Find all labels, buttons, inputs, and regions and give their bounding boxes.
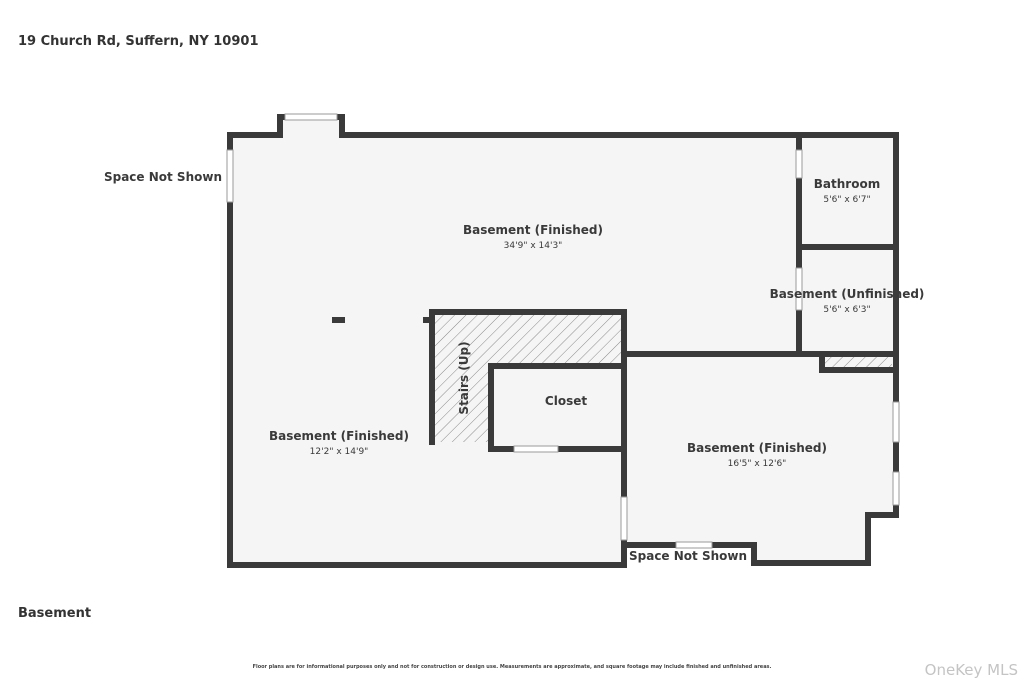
window xyxy=(892,471,900,506)
window xyxy=(226,149,234,203)
room-dims-basement-unfinished: 5'6" x 6'3" xyxy=(823,305,870,315)
stairs-hatch xyxy=(434,314,624,442)
room-name-basement-right: Basement (Finished) xyxy=(687,441,827,455)
room-name-basement-unfinished: Basement (Unfinished) xyxy=(770,287,925,301)
window xyxy=(795,149,803,179)
mls-watermark: OneKey MLS xyxy=(924,661,1018,679)
room-dims-basement-left: 12'2" x 14'9" xyxy=(310,447,369,457)
space-not-shown-bottom: Space Not Shown xyxy=(629,549,747,563)
room-name-basement-main: Basement (Finished) xyxy=(463,223,603,237)
wall-stub xyxy=(423,317,431,323)
wall-unfinished-hatch-edge xyxy=(819,351,896,373)
room-dims-bathroom: 5'6" x 6'7" xyxy=(823,195,870,205)
space-not-shown-left: Space Not Shown xyxy=(104,170,222,184)
window xyxy=(620,496,628,541)
wall-stub xyxy=(332,317,345,323)
disclaimer-text: Floor plans are for informational purpos… xyxy=(252,664,772,670)
wall-stairs xyxy=(429,309,627,500)
window xyxy=(795,267,803,311)
window xyxy=(513,445,559,453)
room-name-closet: Closet xyxy=(545,394,587,408)
property-address: 19 Church Rd, Suffern, NY 10901 xyxy=(18,34,259,49)
room-dims-basement-main: 34'9" x 14'3" xyxy=(504,241,563,251)
room-name-bathroom: Bathroom xyxy=(814,177,880,191)
wall-closet xyxy=(488,363,627,452)
exterior-wall-top xyxy=(227,114,899,138)
room-dims-basement-right: 16'5" x 12'6" xyxy=(728,459,787,469)
window xyxy=(675,541,713,549)
level-label: Basement xyxy=(18,606,92,621)
room-name-stairs: Stairs (Up) xyxy=(457,341,471,414)
unfinished-hatch xyxy=(824,356,892,368)
room-name-basement-left: Basement (Finished) xyxy=(269,429,409,443)
exterior-wall-right xyxy=(625,132,899,566)
window xyxy=(284,113,338,121)
window xyxy=(892,401,900,443)
